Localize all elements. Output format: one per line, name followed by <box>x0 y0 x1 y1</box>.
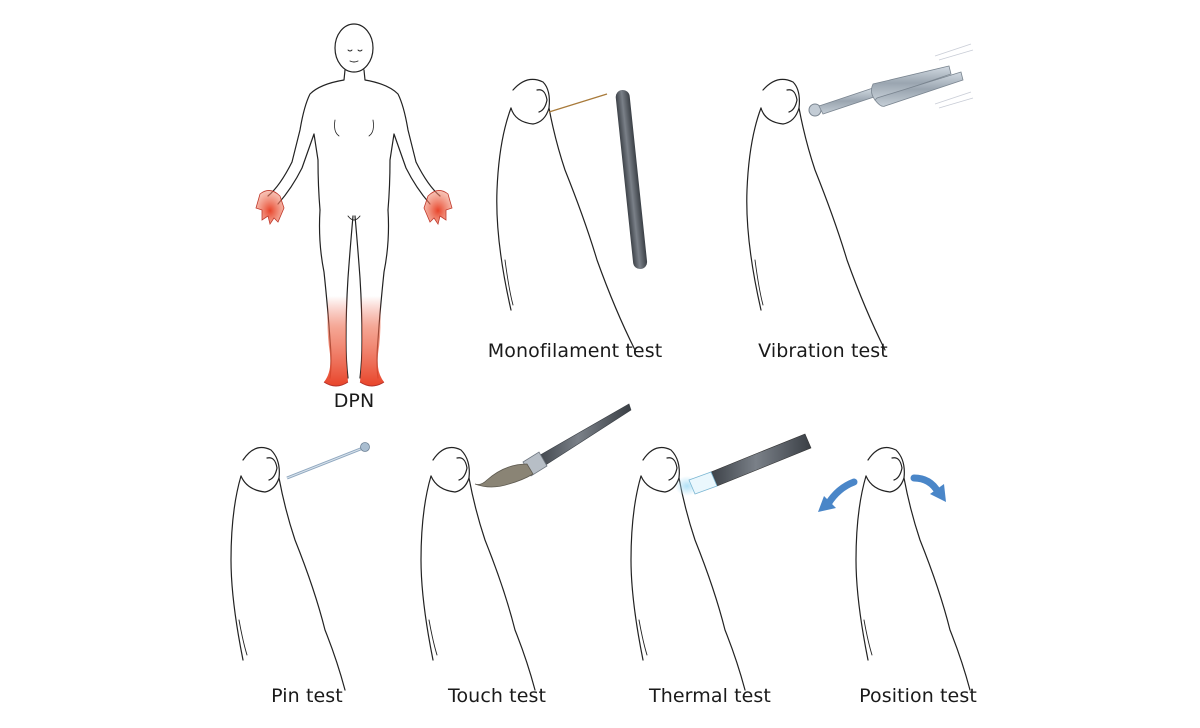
caption-dpn: DPN <box>333 390 375 412</box>
toe-outline <box>420 403 632 691</box>
toe-outline <box>630 433 812 691</box>
caption-monofilament: Monofilament test <box>487 340 663 362</box>
caption-touch: Touch test <box>447 685 547 707</box>
caption-vibration: Vibration test <box>758 340 888 362</box>
monofilament-instrument <box>548 89 648 270</box>
affected-legs <box>323 296 385 387</box>
thermal-instrument <box>675 433 812 496</box>
panel-dpn: DPN <box>240 10 470 420</box>
toe-outline <box>818 447 971 691</box>
left-arrow-icon <box>818 478 858 512</box>
tuning-fork-instrument <box>808 43 974 117</box>
pin-instrument <box>286 442 370 480</box>
affected-hand-left <box>255 190 285 225</box>
vibration-lines <box>934 43 974 109</box>
caption-position: Position test <box>859 685 977 707</box>
panel-position: Position test <box>810 420 1010 720</box>
panel-pin: Pin test <box>225 430 395 720</box>
right-arrow-icon <box>910 474 946 502</box>
toe-outline <box>496 78 648 351</box>
panel-vibration: Vibration test <box>735 43 975 370</box>
panel-monofilament: Monofilament test <box>485 60 685 370</box>
toe-outline <box>230 442 370 691</box>
caption-thermal: Thermal test <box>649 685 771 707</box>
panel-touch: Touch test <box>415 400 645 720</box>
brush-instrument <box>474 403 632 488</box>
affected-hand-right <box>423 190 453 225</box>
toe-outline <box>746 43 974 351</box>
panel-thermal: Thermal test <box>625 420 825 720</box>
caption-pin: Pin test <box>271 685 343 707</box>
body-figure <box>255 23 453 387</box>
